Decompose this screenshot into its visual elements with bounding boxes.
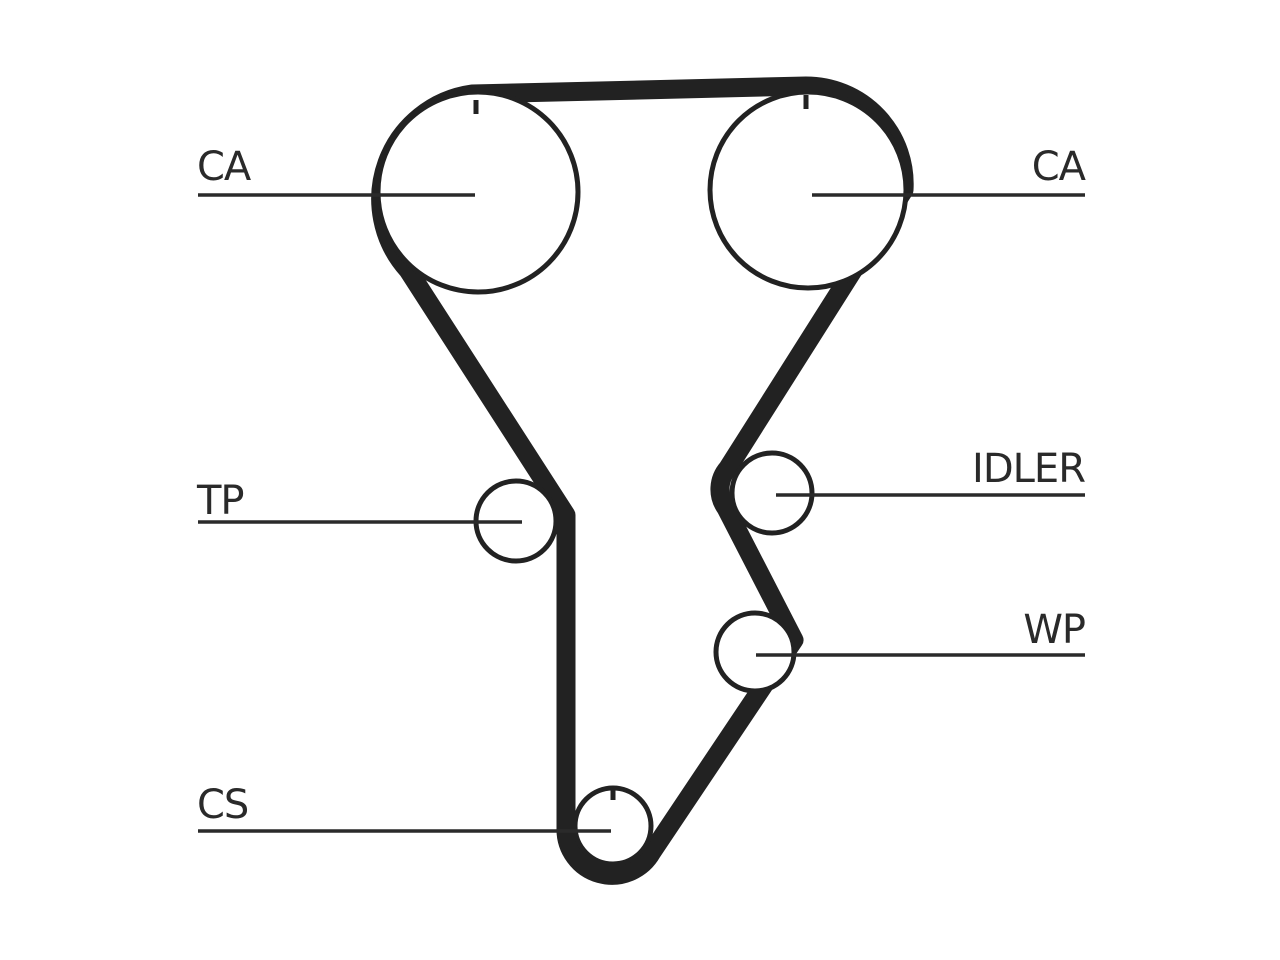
camshaft-pulley-left	[375, 89, 581, 295]
camshaft-pulley-right	[707, 89, 909, 291]
water-pump-pulley	[713, 610, 797, 694]
idler-pulley	[729, 450, 815, 536]
label-cam-left: CA	[197, 144, 252, 190]
label-idler: IDLER	[972, 446, 1085, 492]
label-crankshaft: CS	[197, 782, 248, 828]
label-cam-right: CA	[1032, 144, 1087, 190]
label-tensioner: TP	[196, 478, 244, 524]
label-water-pump: WP	[1023, 607, 1085, 653]
